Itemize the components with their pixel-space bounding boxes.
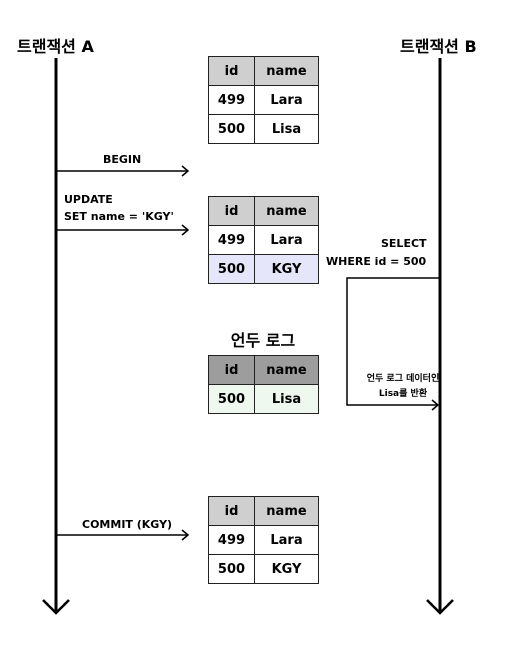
header-id: id <box>208 496 255 526</box>
cell-name: Lara <box>254 85 319 115</box>
table-header-row: id name <box>208 496 319 526</box>
header-name: name <box>254 196 319 226</box>
table-row: 500 Lisa <box>208 114 319 144</box>
return-label-line1: 언두 로그 데이터인 <box>366 374 440 384</box>
cell-id: 499 <box>208 85 255 115</box>
header-name: name <box>254 56 319 86</box>
header-id: id <box>208 355 255 385</box>
select-label-line2: WHERE id = 500 <box>326 255 427 268</box>
header-id: id <box>208 56 255 86</box>
cell-name: KGY <box>254 554 319 584</box>
table-undo-log: id name 500 Lisa <box>208 355 319 414</box>
table-row: 499 Lara <box>208 525 319 555</box>
transaction-b-title: 트랜잭션 B <box>400 37 477 56</box>
cell-name: Lisa <box>254 114 319 144</box>
table-after-update: id name 499 Lara 500 KGY <box>208 196 319 284</box>
undo-log-caption: 언두 로그 <box>230 331 296 350</box>
header-name: name <box>254 355 319 385</box>
cell-id: 500 <box>208 254 255 284</box>
table-row-undo: 500 Lisa <box>208 384 319 414</box>
update-label-line2: SET name = 'KGY' <box>64 210 174 223</box>
table-row: 499 Lara <box>208 225 319 255</box>
header-name: name <box>254 496 319 526</box>
table-row-updated: 500 KGY <box>208 254 319 284</box>
cell-name: Lisa <box>254 384 319 414</box>
cell-name: KGY <box>254 254 319 284</box>
begin-label: BEGIN <box>103 153 142 166</box>
cell-id: 500 <box>208 114 255 144</box>
table-header-row: id name <box>208 56 319 86</box>
cell-name: Lara <box>254 225 319 255</box>
select-label-line1: SELECT <box>381 237 427 250</box>
update-label-line1: UPDATE <box>64 193 113 206</box>
return-label-line2: Lisa를 반환 <box>378 389 428 399</box>
table-row: 500 KGY <box>208 554 319 584</box>
header-id: id <box>208 196 255 226</box>
select-return-path <box>346 277 440 406</box>
cell-id: 499 <box>208 225 255 255</box>
commit-label: COMMIT (KGY) <box>82 518 173 531</box>
table-header-row: id name <box>208 196 319 226</box>
table-after-commit: id name 499 Lara 500 KGY <box>208 496 319 584</box>
timeline-b-arrowhead <box>426 599 454 615</box>
transaction-a-title: 트랜잭션 A <box>17 37 94 56</box>
cell-name: Lara <box>254 525 319 555</box>
timeline-a-arrowhead <box>42 599 70 615</box>
table-header-row: id name <box>208 355 319 385</box>
table-initial: id name 499 Lara 500 Lisa <box>208 56 319 144</box>
cell-id: 500 <box>208 554 255 584</box>
cell-id: 499 <box>208 525 255 555</box>
cell-id: 500 <box>208 384 255 414</box>
table-row: 499 Lara <box>208 85 319 115</box>
